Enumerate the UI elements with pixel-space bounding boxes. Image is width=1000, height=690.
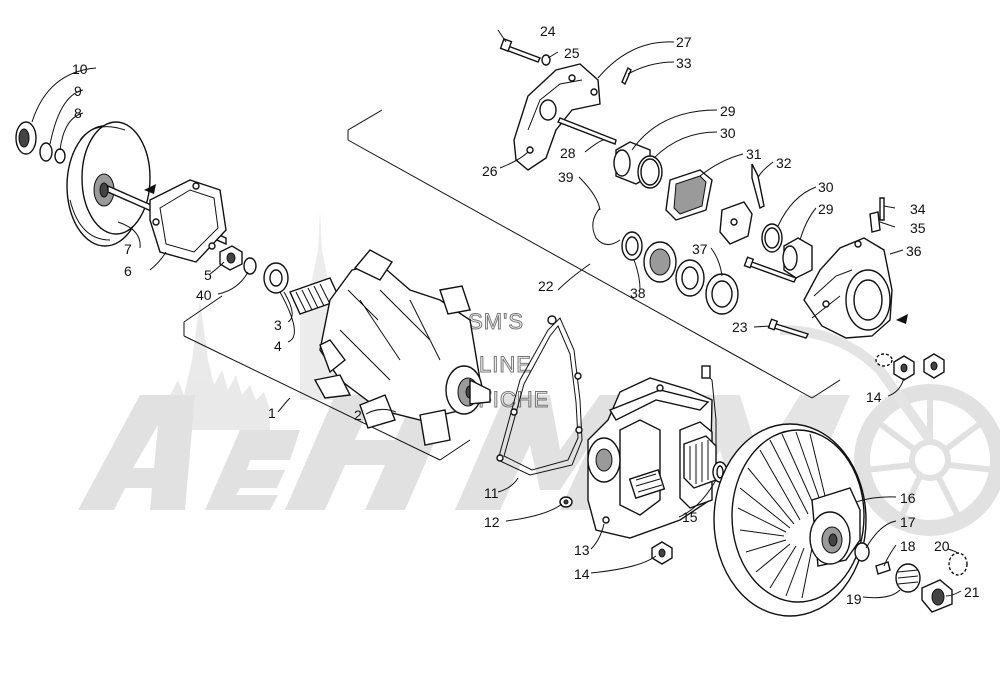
washer-12 (559, 496, 573, 508)
callout-5: 5 (204, 267, 212, 283)
callout-6: 6 (124, 263, 132, 279)
callout-9: 9 (74, 83, 82, 99)
callout-4: 4 (274, 338, 282, 354)
callout-8: 8 (74, 105, 82, 121)
callout-28: 28 (560, 145, 576, 161)
assembly-brackets (183, 109, 841, 461)
callout-15: 15 (682, 509, 698, 525)
spider-assembly (289, 249, 491, 446)
gearcase-13 (587, 365, 717, 539)
drive-clutch-group (15, 121, 289, 294)
callout-35: 35 (910, 220, 926, 236)
callout-37: 37 (692, 241, 708, 257)
callout-20: 20 (934, 538, 950, 554)
bracket-26 (499, 38, 632, 171)
callout-22: 22 (538, 278, 554, 294)
nut-14-lower (651, 541, 673, 565)
callout-3: 3 (274, 317, 282, 333)
callout-29-upper: 29 (720, 103, 736, 119)
callout-1: 1 (268, 405, 276, 421)
callout-23-lower: 23 (732, 319, 748, 335)
callout-38: 38 (630, 285, 646, 301)
callout-30-upper: 30 (720, 125, 736, 141)
callout-16: 16 (900, 490, 916, 506)
callout-36: 36 (906, 243, 922, 259)
bearings-seals (592, 141, 813, 315)
callout-7: 7 (124, 241, 132, 257)
callout-18: 18 (900, 538, 916, 554)
callout-labels: 1 2 3 4 5 6 7 8 9 10 11 12 13 14 14 14 1… (72, 23, 980, 607)
callout-32: 32 (776, 155, 792, 171)
callout-33: 33 (676, 55, 692, 71)
housing-36 (743, 197, 908, 339)
leader-lines (31, 29, 962, 599)
nuts-14-upper (875, 353, 945, 381)
callout-14-upper: 14 (866, 389, 882, 405)
callout-21: 21 (964, 584, 980, 600)
driven-clutch-16 (713, 423, 867, 617)
callout-29-lower: 29 (818, 201, 834, 217)
callout-40: 40 (196, 287, 212, 303)
driven-clutch-hardware (854, 542, 968, 613)
callout-27: 27 (676, 34, 692, 50)
callout-34: 34 (910, 201, 926, 217)
callout-26: 26 (482, 163, 498, 179)
callout-17: 17 (900, 514, 916, 530)
callout-12: 12 (484, 514, 500, 530)
callout-11: 11 (484, 485, 499, 501)
callout-10: 10 (72, 61, 88, 77)
callout-14-lower: 14 (574, 566, 590, 582)
callout-13: 13 (574, 542, 590, 558)
callout-30-lower: 30 (818, 179, 834, 195)
callout-19: 19 (846, 591, 862, 607)
callout-31: 31 (746, 146, 762, 162)
callout-24: 24 (540, 23, 556, 39)
callout-39: 39 (558, 169, 574, 185)
callout-2: 2 (354, 407, 362, 423)
gasket-11 (496, 315, 583, 476)
callout-25: 25 (564, 45, 580, 61)
